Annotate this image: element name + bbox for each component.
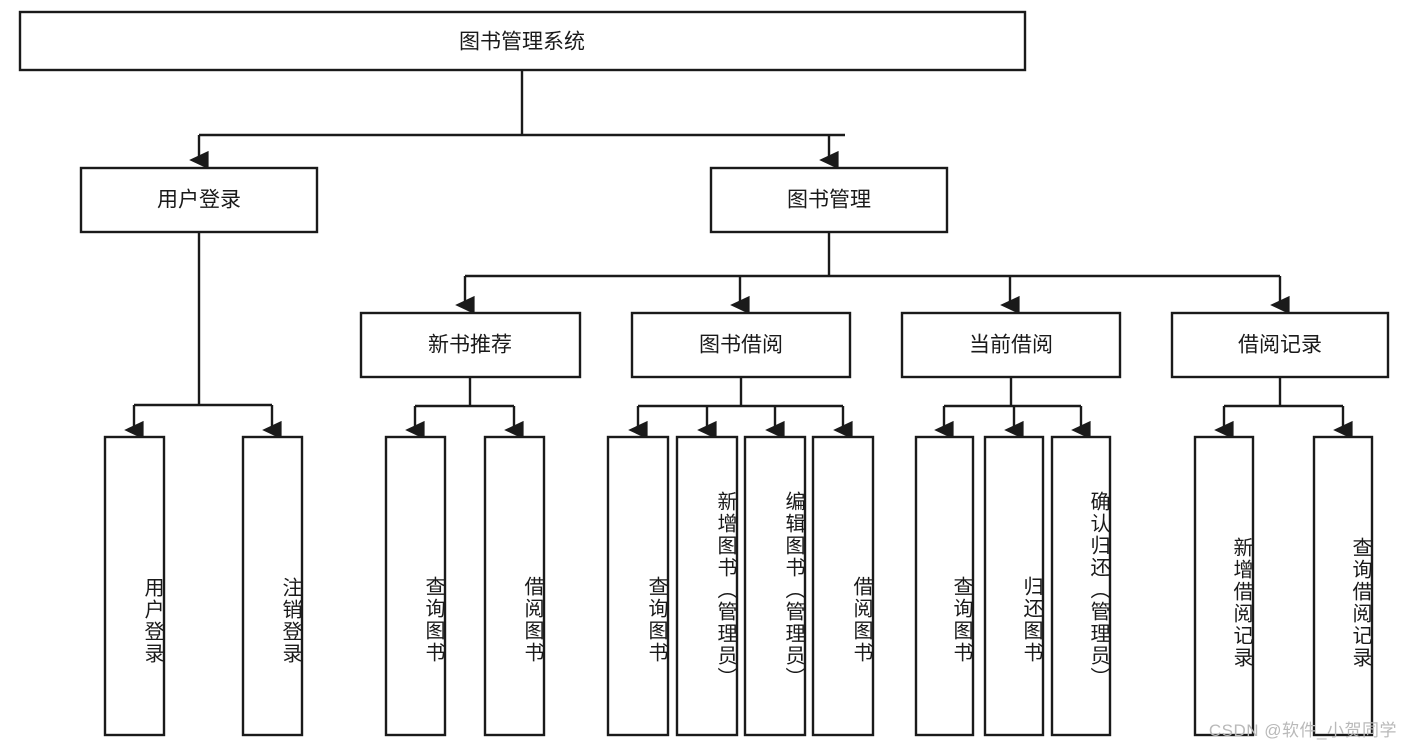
leaf-box-confirm-return[interactable] [1050,435,1112,737]
leaf-box-query-record[interactable] [1312,435,1374,737]
node-root[interactable]: 图书管理系统 [18,10,1027,72]
node-borrow-record-label: 借阅记录 [1238,334,1322,357]
node-user-login-label: 用户登录 [157,189,241,212]
connector-newbook-to-leaves [405,377,524,440]
node-book-manage-label: 图书管理 [787,189,871,212]
node-new-book-recommend-label: 新书推荐 [428,334,512,357]
connector-bookmanage-to-level3 [455,232,1290,315]
node-root-label: 图书管理系统 [459,31,585,54]
leaf-box-return-book[interactable] [983,435,1045,737]
node-book-borrow-label: 图书借阅 [699,334,783,357]
leaf-box-query-book-3[interactable] [914,435,975,737]
node-book-borrow[interactable]: 图书借阅 [630,311,852,379]
node-current-borrow[interactable]: 当前借阅 [900,311,1122,379]
leaf-box-logout[interactable] [241,435,304,737]
node-borrow-record[interactable]: 借阅记录 [1170,311,1390,379]
leaf-box-query-book-2[interactable] [606,435,670,737]
connector-userlogin-to-leaves [124,232,282,440]
node-book-manage[interactable]: 图书管理 [709,166,949,234]
node-current-borrow-label: 当前借阅 [969,334,1053,357]
leaf-box-add-record[interactable] [1193,435,1255,737]
leaf-box-add-book[interactable] [675,435,739,737]
connector-bookborrow-to-leaves [628,377,853,440]
leaf-box-edit-book[interactable] [743,435,807,737]
leaf-box-borrow-book-2[interactable] [811,435,875,737]
node-new-book-recommend[interactable]: 新书推荐 [359,311,582,379]
leaf-box-user-login[interactable] [103,435,166,737]
csdn-watermark: CSDN @软件_小贺同学 [1208,721,1397,740]
leaf-box-borrow-book-1[interactable] [483,435,546,737]
connector-currentborrow-to-leaves [934,377,1091,440]
leaf-box-query-book-1[interactable] [384,435,447,737]
node-user-login[interactable]: 用户登录 [79,166,319,234]
connector-borrowrecord-to-leaves [1214,377,1353,440]
connector-root-to-level2 [189,70,845,170]
